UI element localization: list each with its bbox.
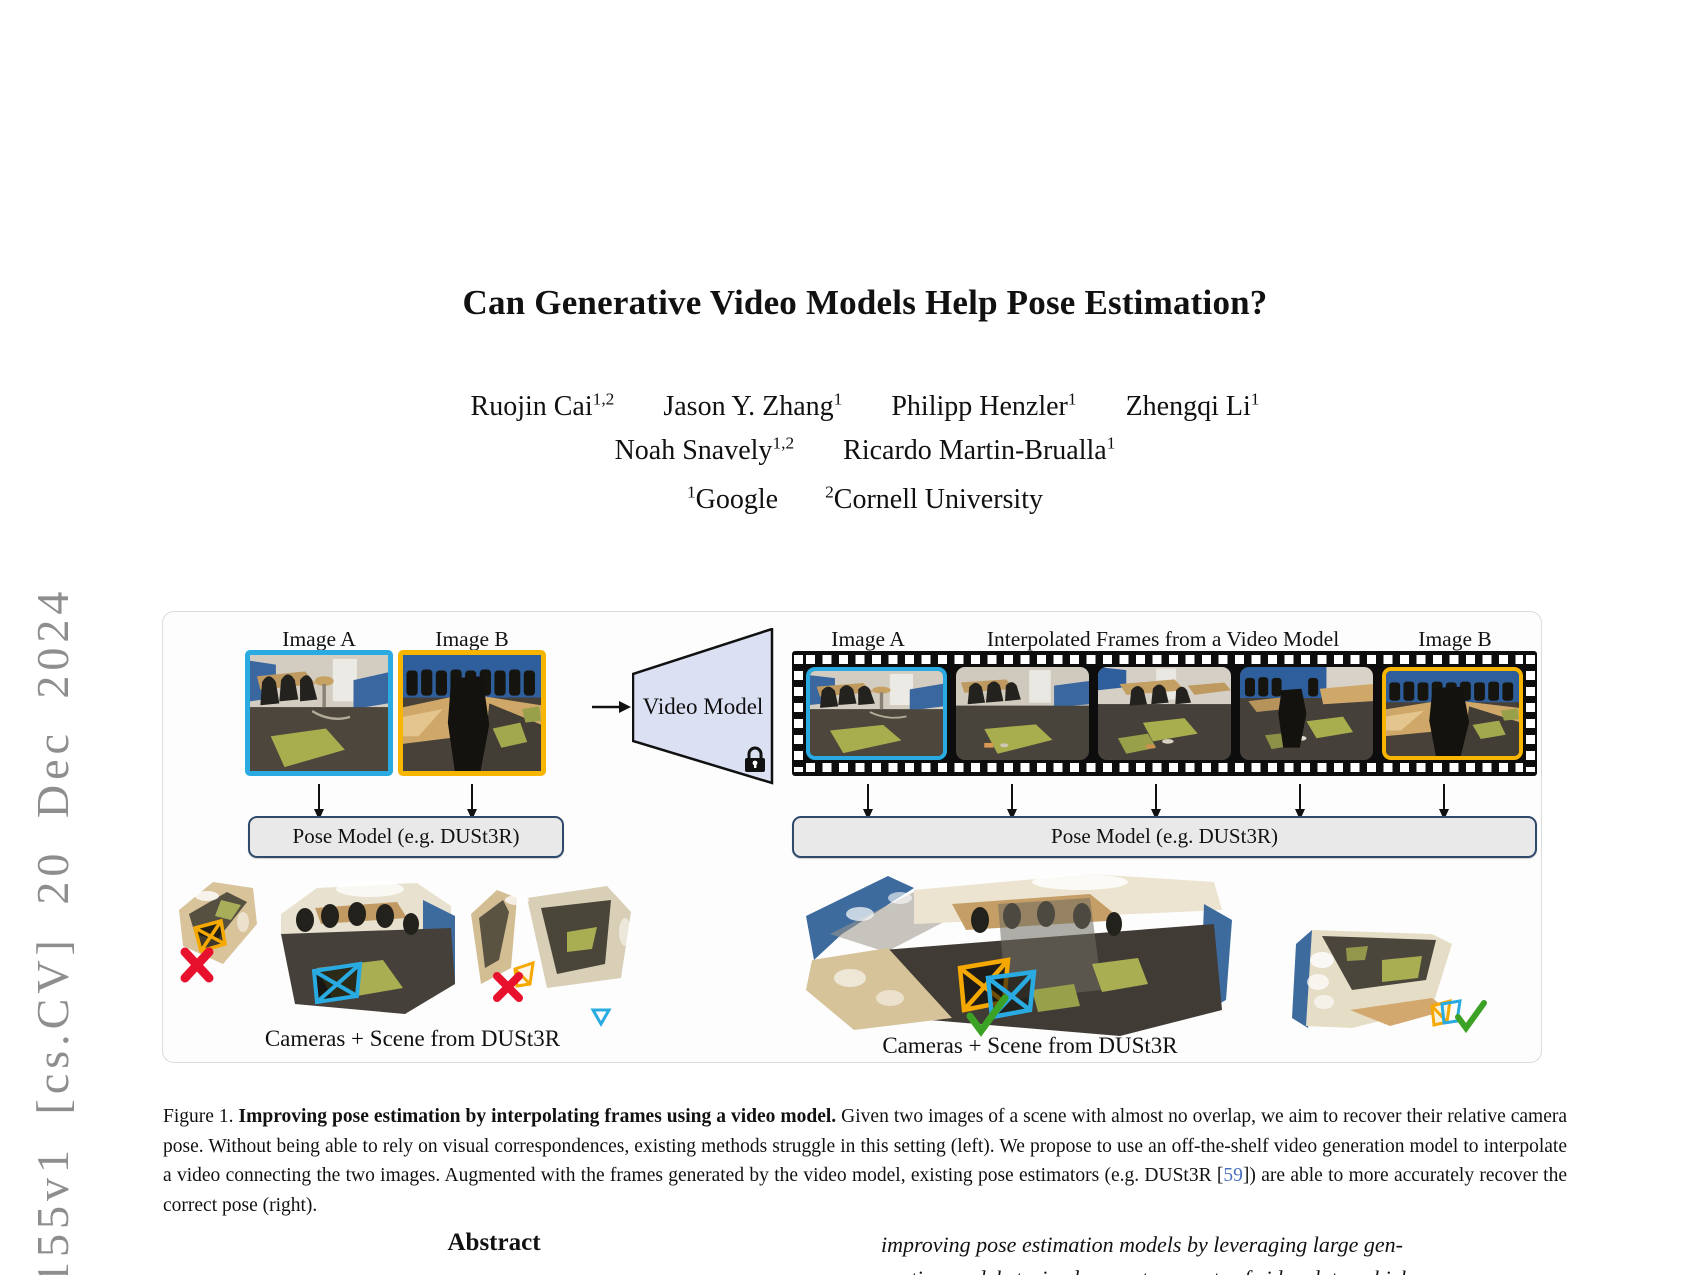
author-line-2: Noah Snavely1,2 Ricardo Martin-Brualla1 (163, 433, 1567, 467)
affiliation: 2Cornell University (825, 482, 1043, 515)
page-title: Can Generative Video Models Help Pose Es… (462, 283, 1268, 322)
interpolated-frames-label: Interpolated Frames from a Video Model (986, 627, 1340, 651)
citation-link[interactable]: 59 (1223, 1165, 1243, 1187)
image-b-label-left: Image B (435, 627, 509, 651)
film-frame-image-b (1382, 667, 1523, 760)
image-b-photo (398, 650, 546, 776)
success-check-icon (1455, 1000, 1487, 1034)
arrow-down-icon (863, 784, 873, 820)
author: Ricardo Martin-Brualla1 (843, 433, 1116, 466)
image-a-photo (245, 650, 393, 776)
film-frame-image-a (806, 667, 947, 760)
right-column-line: improving pose estimation models by leve… (881, 1232, 1403, 1257)
author: Ruojin Cai1,2 (470, 389, 615, 422)
lock-icon (745, 746, 765, 772)
camera-frustum-orange (192, 918, 227, 954)
figure-number: Figure 1. (163, 1106, 239, 1127)
video-model-label: Video Model (642, 694, 764, 719)
right-column-line: erative models trained on vast amounts o… (881, 1262, 1529, 1275)
film-sprocket-holes-right (1526, 655, 1535, 772)
pointcloud-fragment (1292, 930, 1452, 1028)
arrow-down-icon (1439, 784, 1449, 820)
error-x-icon (180, 947, 214, 983)
film-sprocket-holes-left (794, 655, 803, 772)
image-a-label-left: Image A (282, 627, 356, 651)
figure-caption: Figure 1. Improving pose estimation by i… (163, 1102, 1567, 1220)
affiliations: 1Google 2Cornell University (163, 482, 1567, 516)
image-b-label-right: Image B (1418, 627, 1492, 651)
caption-body: Given two images of a scene with almost … (163, 1106, 1568, 1187)
film-frame-interpolated-2 (1098, 667, 1231, 760)
arrow-down-icon (314, 784, 324, 820)
author: Philipp Henzler1 (891, 389, 1077, 422)
author-line-1: Ruojin Cai1,2 Jason Y. Zhang1 Philipp He… (163, 389, 1567, 423)
scene-caption-left: Cameras + Scene from DUSt3R (264, 1026, 561, 1051)
caption-body-end: ]) are able to more accurately recover t… (163, 1165, 1567, 1216)
film-sprocket-holes-bottom (806, 763, 1523, 772)
dust3r-scene-left (179, 881, 631, 1028)
arxiv-stamp: 16155v1 [cs.CV] 20 Dec 2024 (27, 586, 78, 1275)
image-a-label-right: Image A (831, 627, 905, 651)
camera-frustum-cyan (311, 961, 363, 1005)
film-strip (792, 651, 1537, 776)
scene-caption-right: Cameras + Scene from DUSt3R (882, 1033, 1178, 1058)
pose-model-box-left: Pose Model (e.g. DUSt3R) (248, 816, 564, 858)
arrow-down-icon (1295, 784, 1305, 820)
affiliation: 1Google (686, 482, 779, 515)
camera-frustum-cyan (1440, 999, 1462, 1025)
abstract-heading: Abstract (447, 1229, 541, 1256)
pointcloud-fragment (471, 886, 631, 988)
film-frame-interpolated-3 (1240, 667, 1373, 760)
pointcloud-room (281, 881, 455, 1014)
right-column-text: improving pose estimation models by leve… (881, 1228, 1529, 1275)
arrow-down-icon (1151, 784, 1161, 820)
author: Jason Y. Zhang1 (663, 389, 843, 422)
video-model-shape (632, 628, 774, 785)
caption-bold-lead: Improving pose estimation by interpolati… (238, 1106, 837, 1127)
author: Zhengqi Li1 (1125, 389, 1260, 422)
success-check-icon (966, 994, 1009, 1037)
film-frame-interpolated-1 (956, 667, 1089, 760)
error-x-icon (493, 972, 523, 1002)
film-sprocket-holes-top (806, 655, 1523, 664)
arrow-right-icon (592, 701, 631, 713)
pose-model-box-right: Pose Model (e.g. DUSt3R) (792, 816, 1537, 858)
arrow-down-icon (1007, 784, 1017, 820)
dust3r-scene-right (806, 874, 1487, 1037)
camera-frustum-cyan-small (590, 1008, 612, 1028)
author: Noah Snavely1,2 (614, 433, 795, 466)
arrow-down-icon (467, 784, 477, 820)
